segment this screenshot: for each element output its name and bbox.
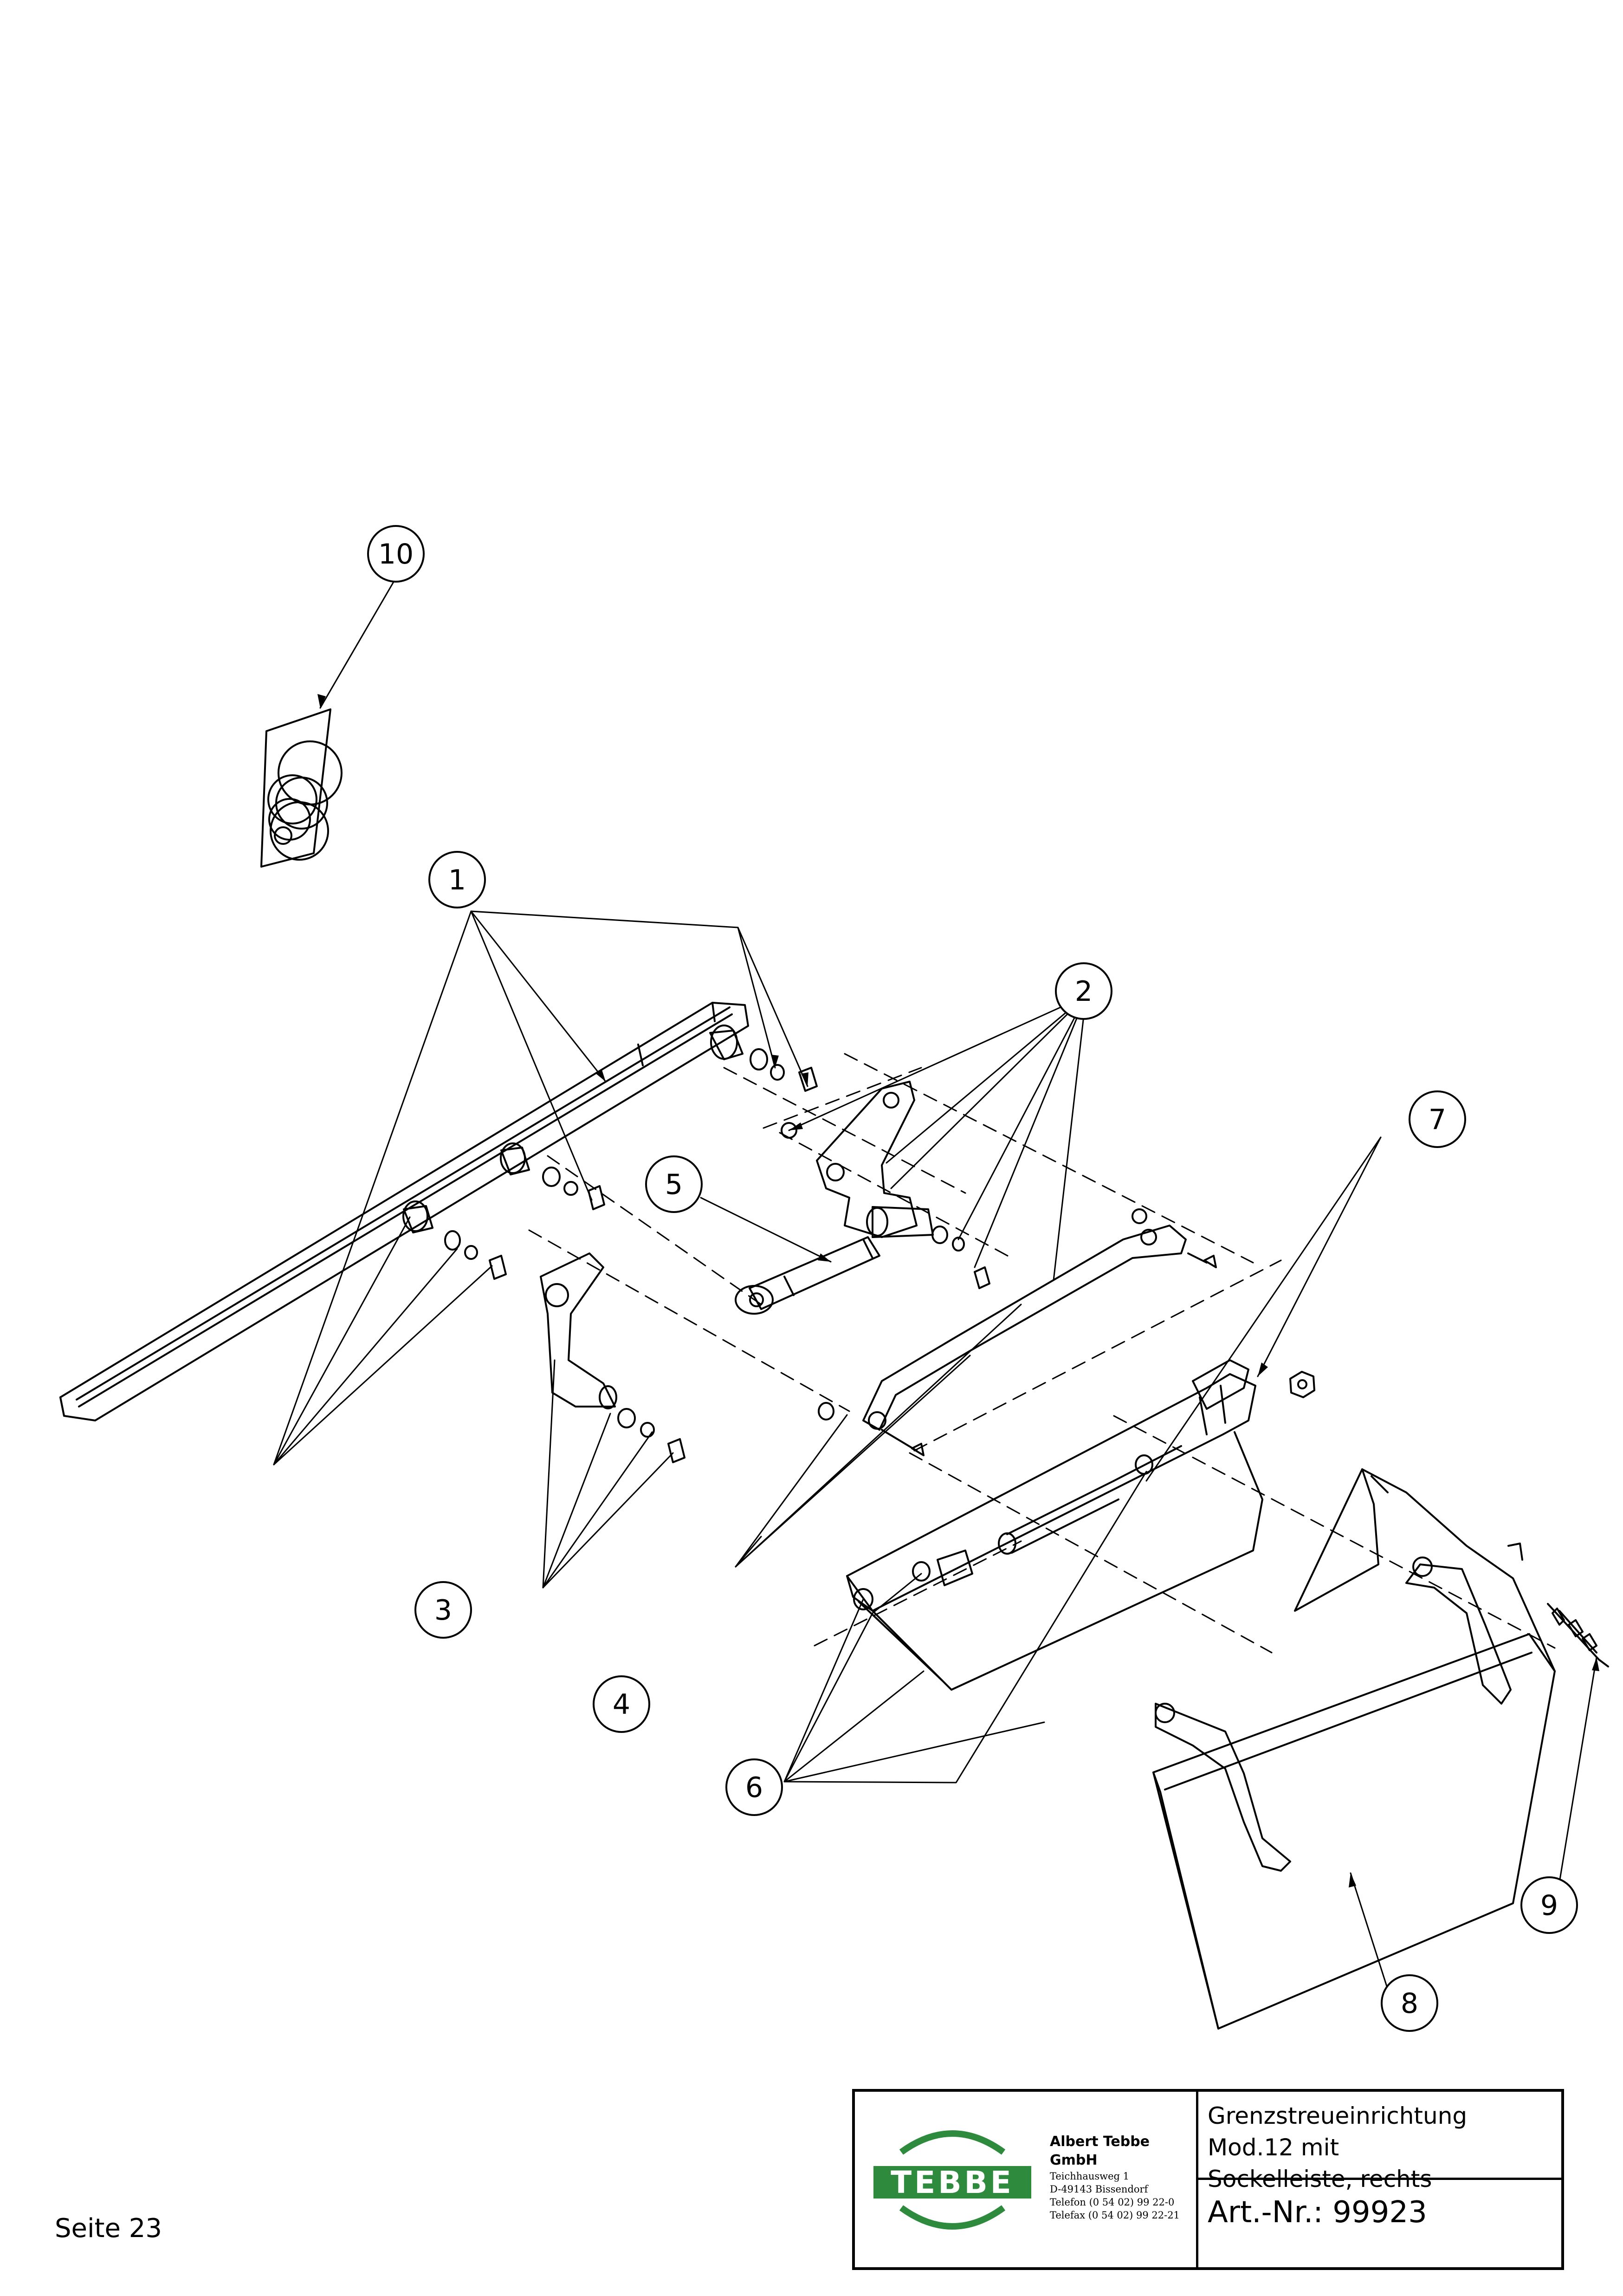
callout-label-6: 6 — [745, 1771, 763, 1804]
callout-2 — [1055, 962, 1112, 1020]
callout-label-1: 1 — [448, 864, 466, 896]
logo-text: TEBBE — [891, 2165, 1014, 2200]
arrowheads — [317, 694, 1599, 1887]
drawing-title-line-2: Sockelleiste, rechts — [1208, 2166, 1432, 2192]
callout-4 — [593, 1675, 650, 1733]
tension-spring — [1547, 1603, 1609, 1667]
assembly-axes — [528, 1053, 1556, 1654]
drawing-title-cell: Grenzstreueinrichtung Mod.12 mit Sockell… — [1198, 2092, 1561, 2192]
callout-label-5: 5 — [665, 1168, 683, 1201]
drawing-title-line-1: Grenzstreueinrichtung Mod.12 mit — [1208, 2102, 1468, 2161]
bracket-lever-assembly — [781, 1081, 990, 1289]
callout-3 — [414, 1581, 472, 1639]
callout-numbers: 10 1 2 7 5 3 4 6 9 8 — [378, 538, 1558, 2020]
callout-5 — [645, 1155, 703, 1213]
address-line: Telefax (0 54 02) 99 22-21 — [1050, 2210, 1180, 2221]
address-line: Teichhausweg 1 — [1050, 2171, 1130, 2182]
deflector-plate — [1152, 1468, 1556, 2030]
lower-lever — [540, 1252, 685, 1463]
callout-7 — [1409, 1090, 1466, 1148]
callout-label-8: 8 — [1401, 1987, 1418, 2020]
curved-arm — [818, 1208, 1217, 1456]
company-name: Albert Tebbe GmbH — [1050, 2134, 1150, 2168]
article-number: Art.-Nr.: 99923 — [1208, 2195, 1427, 2230]
callout-label-3: 3 — [434, 1594, 452, 1627]
main-shaft — [59, 1002, 818, 1421]
article-number-cell: Art.-Nr.: 99923 — [1198, 2180, 1561, 2267]
seal-kit-bag — [260, 708, 343, 868]
callout-label-4: 4 — [613, 1688, 630, 1721]
callout-label-7: 7 — [1429, 1103, 1446, 1136]
company-info: Albert Tebbe GmbH Teichhausweg 1 D-49143… — [1050, 2133, 1198, 2222]
address-line: D-49143 Bissendorf — [1050, 2184, 1148, 2195]
callout-10 — [367, 525, 425, 583]
callout-label-10: 10 — [378, 538, 414, 571]
tebbe-logo: TEBBE — [873, 2130, 1031, 2230]
callout-6 — [725, 1758, 783, 1816]
company-cell: TEBBE Albert Tebbe GmbH Teichhausweg 1 D… — [855, 2092, 1198, 2267]
page-number: Seite 23 — [55, 2213, 162, 2244]
callout-label-2: 2 — [1075, 975, 1093, 1008]
lock-nut — [1289, 1371, 1315, 1398]
callout-label-9: 9 — [1540, 1889, 1558, 1922]
callout-bubbles — [367, 525, 1578, 2032]
callout-9 — [1520, 1876, 1578, 1934]
callout-1 — [428, 851, 486, 908]
drawing-title: Grenzstreueinrichtung Mod.12 mit Sockell… — [1208, 2100, 1552, 2195]
leader-lines — [273, 577, 1597, 1990]
title-block: TEBBE Albert Tebbe GmbH Teichhausweg 1 D… — [852, 2089, 1564, 2270]
callout-8 — [1381, 1974, 1438, 2032]
address-line: Telefon (0 54 02) 99 22-0 — [1050, 2197, 1175, 2208]
